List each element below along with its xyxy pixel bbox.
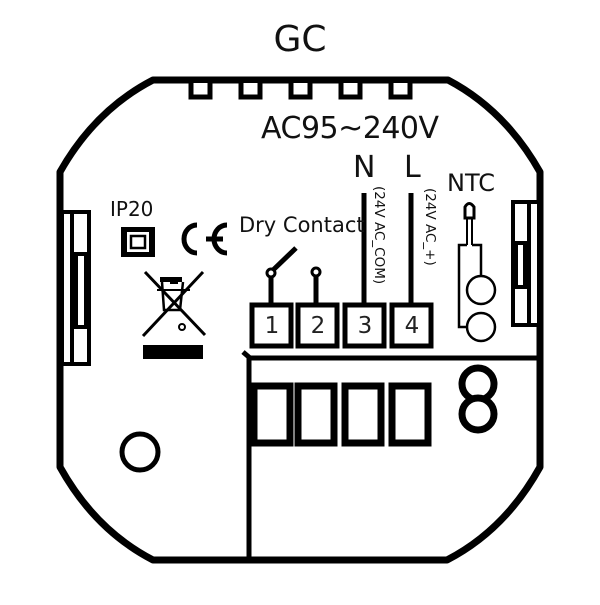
voltage-label: AC95~240V [261, 111, 439, 146]
lower-housing-divider [241, 350, 540, 560]
ntc-label: NTC [447, 169, 495, 197]
terminal-4: 4 [404, 313, 420, 339]
screw-holes [458, 364, 498, 434]
dry-contact-label: Dry Contact [239, 213, 365, 237]
live-label: L [404, 150, 421, 185]
neutral-note: (24V AC_COM) [371, 186, 387, 285]
lower-terminal-slots [250, 382, 432, 447]
dry-contact-switch-icon [265, 246, 322, 304]
model-title: GC [273, 19, 327, 60]
right-mounting-bracket [511, 200, 541, 327]
ntc-sensor-probe-icon [457, 202, 497, 343]
terminal-block-outline [249, 302, 434, 349]
terminal-1: 1 [264, 313, 280, 339]
neutral-label: N [353, 150, 376, 185]
ip-rating-label: IP20 [110, 197, 154, 221]
class-ii-double-insulation-icon [121, 227, 155, 257]
live-note: (24V AC_+) [422, 188, 438, 266]
ce-mark-icon [181, 222, 228, 256]
terminal-3: 3 [357, 313, 373, 339]
mounting-hole [119, 431, 161, 473]
left-mounting-bracket [60, 210, 91, 366]
weee-crossed-bin-icon [141, 270, 207, 359]
power-input-wires [361, 193, 414, 304]
terminal-2: 2 [310, 313, 326, 339]
